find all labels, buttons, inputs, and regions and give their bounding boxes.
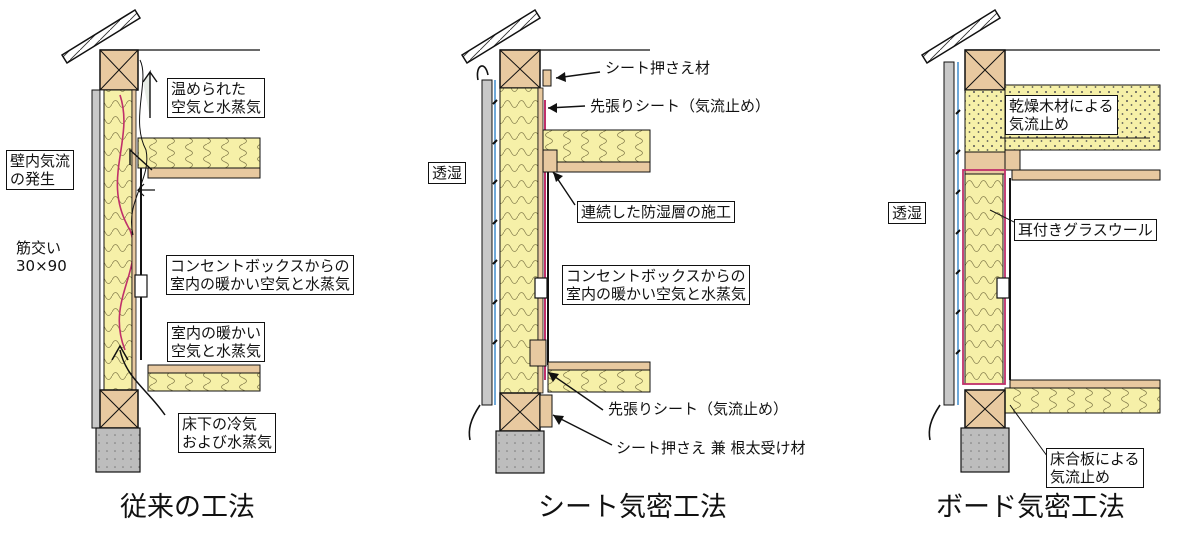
label-sheet-holder-joist: シート押さえ 兼 根太受け材 <box>614 438 808 458</box>
label-floor-plywood-stop: 床合板による 気流止め <box>1046 448 1144 488</box>
label-wall-airflow: 壁内気流 の発生 <box>6 150 75 190</box>
caption-sheet-method: シート気密工法 <box>538 492 727 523</box>
label-pre-sheet-top: 先張りシート（気流止め） <box>588 96 773 116</box>
label-permeable-3: 透湿 <box>888 202 927 224</box>
label-brace: 筋交い 30×90 <box>14 238 69 276</box>
label-warmed-air: 温められた 空気と水蒸気 <box>167 78 266 118</box>
panel-traditional-drawing <box>60 8 261 473</box>
label-outlet-box-air-2: コンセントボックスからの 室内の暖かい空気と水蒸気 <box>562 265 751 305</box>
label-dry-wood-stop: 乾燥木材による 気流止め <box>1005 95 1118 135</box>
panel-board-drawing <box>920 8 1161 473</box>
label-pre-sheet-bottom: 先張りシート（気流止め） <box>606 399 791 419</box>
caption-board-method: ボード気密工法 <box>936 492 1125 523</box>
label-underfloor-cold: 床下の冷気 および水蒸気 <box>178 413 277 453</box>
label-indoor-air: 室内の暖かい 空気と水蒸気 <box>167 322 266 362</box>
label-faced-glasswool: 耳付きグラスウール <box>1014 219 1157 241</box>
label-sheet-holder: シート押さえ材 <box>603 58 713 78</box>
panel-sheet-drawing <box>460 8 651 474</box>
caption-traditional: 従来の工法 <box>120 492 255 523</box>
label-vapor-barrier: 連続した防湿層の施工 <box>577 201 736 223</box>
label-outlet-box-air: コンセントボックスからの 室内の暖かい空気と水蒸気 <box>166 255 355 295</box>
label-permeable-2: 透湿 <box>428 162 467 184</box>
